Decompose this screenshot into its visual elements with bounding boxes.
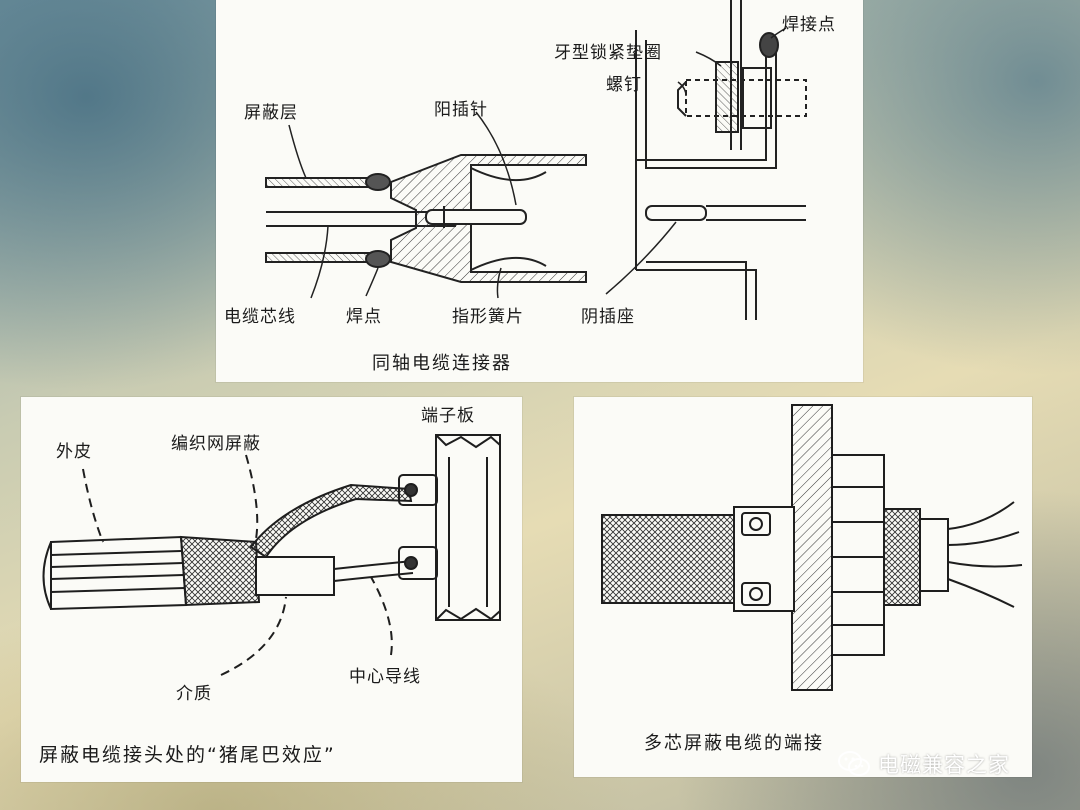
label-female-socket: 阴插座 <box>581 307 635 327</box>
label-screw: 螺钉 <box>606 75 642 95</box>
multicore-termination-panel: 多芯屏蔽电缆的端接 <box>574 397 1032 777</box>
label-shield-layer: 屏蔽层 <box>244 103 298 123</box>
wechat-icon <box>838 751 870 776</box>
label-lock-washer: 牙型锁紧垫圈 <box>554 43 662 63</box>
label-outer-jacket: 外皮 <box>56 442 92 462</box>
caption-multicore-termination: 多芯屏蔽电缆的端接 <box>644 733 824 754</box>
watermark: 电磁兼容之家 <box>838 749 1010 779</box>
watermark-text: 电磁兼容之家 <box>878 753 1010 777</box>
label-dielectric: 介质 <box>176 684 212 704</box>
multicore-termination-drawing <box>601 404 1023 691</box>
label-male-pin: 阳插针 <box>434 100 488 120</box>
pigtail-effect-drawing <box>42 434 501 676</box>
label-braided-shield: 编织网屏蔽 <box>171 434 261 454</box>
label-finger-spring: 指形簧片 <box>452 307 524 327</box>
label-solder-point: 焊点 <box>346 307 382 327</box>
caption-coax-connector: 同轴电缆连接器 <box>372 353 512 374</box>
caption-pigtail-effect: 屏蔽电缆接头处的“猪尾巴效应” <box>39 744 336 766</box>
coax-connector-panel: 屏蔽层 阳插针 牙型锁紧垫圈 焊接点 螺钉 电缆芯线 焊点 指形簧片 阴插座 同… <box>216 0 863 382</box>
pigtail-effect-panel: 外皮 编织网屏蔽 端子板 介质 中心导线 屏蔽电缆接头处的“猪尾巴效应” <box>21 397 522 782</box>
coax-connector-drawing <box>265 0 807 320</box>
label-core-wire: 电缆芯线 <box>224 307 296 327</box>
label-terminal-board: 端子板 <box>421 406 475 426</box>
label-center-conductor: 中心导线 <box>349 667 421 687</box>
label-solder-point-top: 焊接点 <box>782 15 836 35</box>
